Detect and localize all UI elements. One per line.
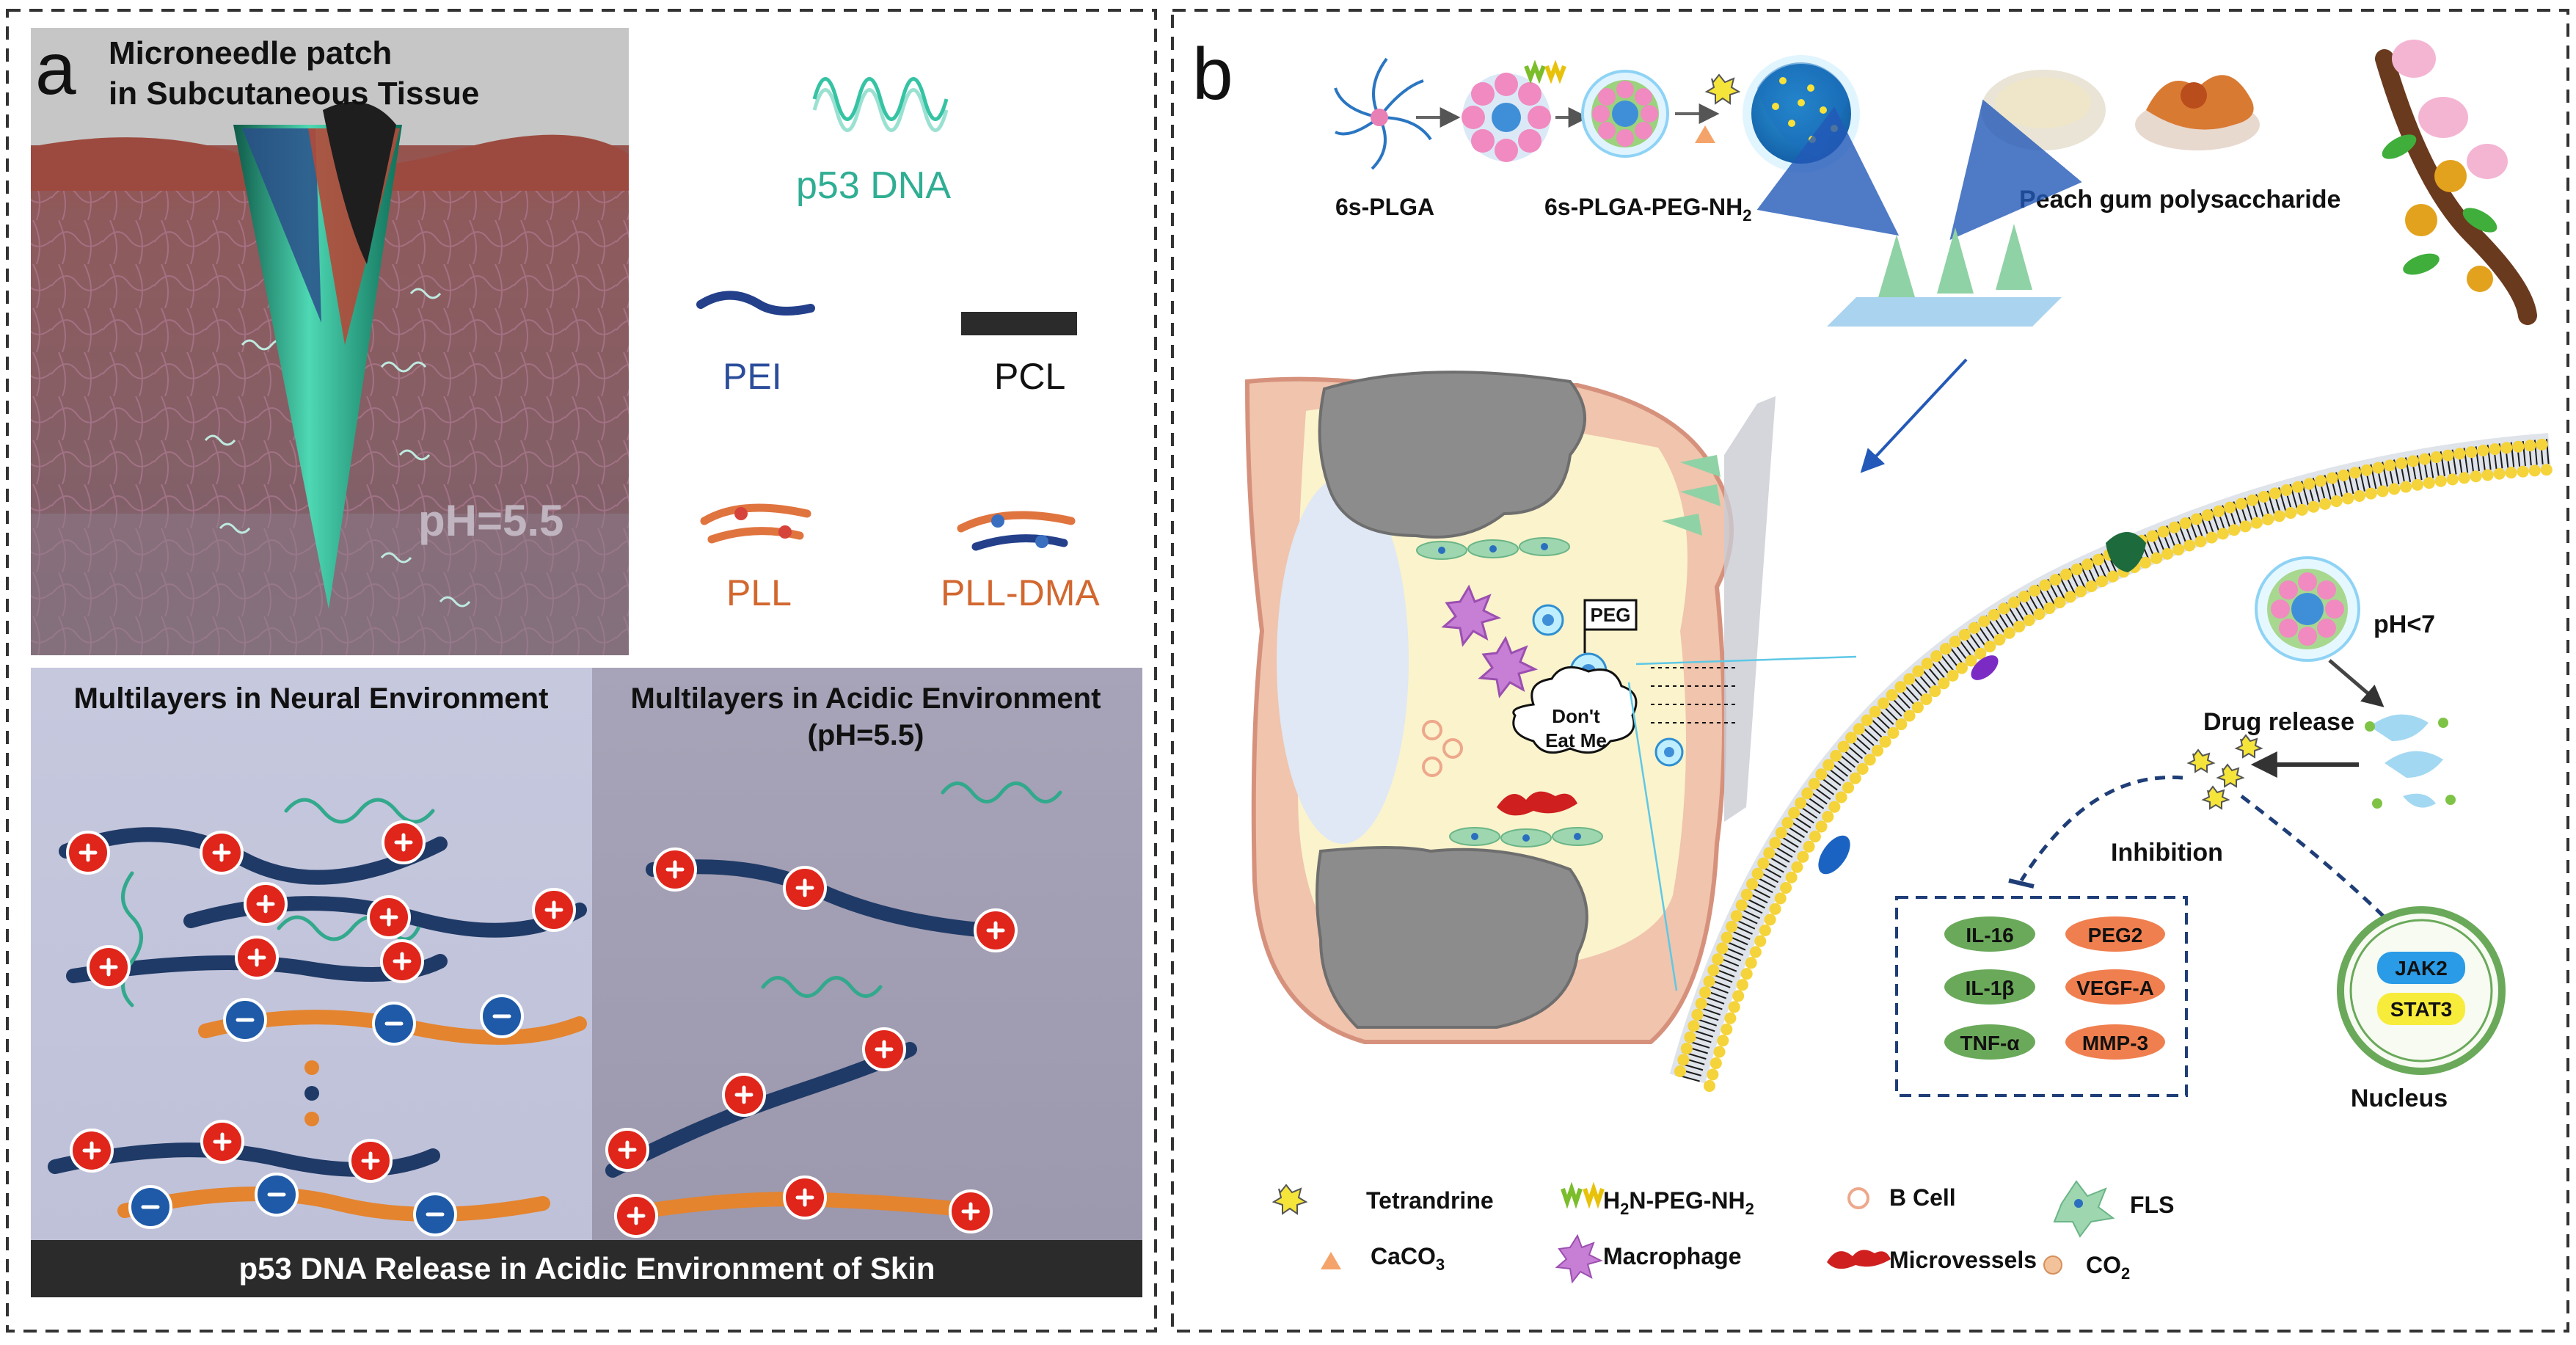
gum-powder-icon (1981, 70, 2106, 150)
legend-pei: PEI (723, 356, 782, 397)
peach-branch-icon (2375, 40, 2537, 325)
drug-release-label: Drug release (2203, 708, 2354, 736)
dont-eat-me-line2: Eat Me (1545, 729, 1607, 751)
legend-microvessels-icon (1827, 1250, 1891, 1269)
legend-co2: CO2 (2086, 1252, 2130, 1283)
legend-macrophage-icon (1555, 1233, 1603, 1284)
pcl-icon (961, 312, 1077, 335)
nucleus: JAK2 STAT3 Nucleus (2337, 906, 2506, 1112)
inhibition-label: Inhibition (2111, 839, 2223, 867)
gum-label: Peach gum polysaccharide (2019, 186, 2340, 214)
broken-np-icon (2365, 714, 2456, 809)
acidic-env-title-line1: Multilayers in Acidic Environment (631, 682, 1101, 715)
cytokine-green-3: TNF-α (1960, 1032, 2020, 1054)
neutral-charges (66, 820, 576, 1236)
panel-b-frame (1171, 9, 2569, 1333)
plga-label: 6s-PLGA (1335, 194, 1434, 220)
microneedle-title-line1: Microneedle patch (109, 35, 392, 71)
legend-bcell: B Cell (1889, 1184, 1956, 1211)
legend-fls-icon (2053, 1180, 2115, 1238)
legend-caco3-icon (1321, 1252, 1341, 1269)
legend-caco3: CaCO3 (1371, 1243, 1445, 1274)
cytokine-orange-3: MMP-3 (2082, 1032, 2148, 1054)
legend-pll-dma: PLL-DMA (941, 572, 1100, 613)
plga-star-icon (1334, 57, 1432, 170)
legend-macrophage: Macrophage (1603, 1243, 1741, 1269)
upper-bone (1318, 371, 1586, 539)
panel-a-frame (6, 9, 1157, 1333)
synthesis-pathway: 6s-PLGA (1334, 40, 2537, 473)
legend-pcl: PCL (994, 356, 1065, 397)
orange-cytokines: PEG2 VEGF-A MMP-3 (2065, 916, 2165, 1060)
panel-a-letter: a (35, 28, 76, 110)
released-tetrandrine (2186, 734, 2263, 810)
legend-co2-icon (2043, 1255, 2062, 1275)
peg-wavy-icon (1524, 59, 1566, 84)
panel-a-footer-bar (31, 1240, 1142, 1297)
pll-dma-icon (957, 511, 1076, 551)
legend-bcell-icon (1847, 1187, 1869, 1209)
plga-peg-label: 6s-PLGA-PEG-NH2 (1544, 194, 1752, 225)
macrophage-cells (1441, 584, 1539, 699)
microneedle-patch-icon (1827, 224, 2062, 327)
legend-microvessels: Microvessels (1889, 1247, 2037, 1273)
intact-np-icon (2255, 556, 2360, 662)
pll-icon (700, 503, 811, 544)
micelle-icon (1462, 73, 1551, 162)
acidic-env-title-line2: (pH=5.5) (808, 719, 924, 751)
legend-fls: FLS (2130, 1192, 2174, 1218)
acidic-env-bg (592, 668, 1142, 1240)
peg-flag-label: PEG (1591, 604, 1631, 626)
tetrandrine-caco3-icon (1695, 73, 1741, 143)
legend-peg-icon (1561, 1181, 1605, 1209)
ph-condition-label: pH<7 (2374, 610, 2435, 638)
legend-pll: PLL (726, 572, 792, 613)
jak2-label: JAK2 (2395, 957, 2448, 980)
stat3-label: STAT3 (2390, 998, 2453, 1021)
panel-b: b 6s-PLGA (1192, 33, 2555, 1284)
cytokine-green-1: IL-16 (1966, 924, 2013, 947)
panel-a: Microneedle patch in Subcutaneous Tissue… (31, 28, 1142, 1297)
cytokine-orange-2: VEGF-A (2076, 977, 2154, 999)
material-legend: p53 DNA PEI PCL PLL PLL-DMA (696, 77, 1100, 613)
nucleus-label: Nucleus (2351, 1085, 2448, 1112)
multilayer-comparison: Multilayers in Neural Environment Multil… (31, 668, 1142, 1297)
dont-eat-me-line1: Don't (1552, 705, 1600, 727)
ph-label-a: pH=5.5 (418, 496, 563, 545)
lower-bone (1316, 846, 1588, 1029)
cytokine-green-2: IL-1β (1966, 977, 2015, 999)
p53-dna-icon (812, 77, 949, 132)
gum-resin-icon (2135, 75, 2260, 150)
legend-p53: p53 DNA (796, 164, 951, 207)
microneedle-title-line2: in Subcutaneous Tissue (109, 76, 479, 112)
pei-icon (696, 291, 815, 316)
joint-illustration: PEG Don't Eat Me (1244, 371, 1857, 1044)
legend-tetrandrine: Tetrandrine (1366, 1187, 1494, 1214)
drug-loaded-np-icon (1743, 55, 1860, 172)
neutral-env-title: Multilayers in Neural Environment (74, 682, 549, 715)
legend-peg: H2N-PEG-NH2 (1603, 1187, 1754, 1218)
panel-a-footer: p53 DNA Release in Acidic Environment of… (238, 1251, 935, 1286)
cytokine-orange-1: PEG2 (2088, 924, 2143, 947)
green-cytokines: IL-16 IL-1β TNF-α (1944, 916, 2035, 1060)
skin-illustration: Microneedle patch in Subcutaneous Tissue… (31, 28, 629, 655)
panel-b-letter: b (1192, 33, 1233, 115)
legend-tetrandrine-icon (1271, 1184, 1308, 1215)
release-process: pH<7 Drug release Inhibition (1895, 556, 2506, 1112)
panel-b-legend: Tetrandrine H2N-PEG-NH2 B Cell FLS CaCO3… (1271, 1180, 2174, 1284)
pegylated-micelle-icon (1581, 70, 1669, 158)
cell-membrane (1669, 433, 2555, 1092)
